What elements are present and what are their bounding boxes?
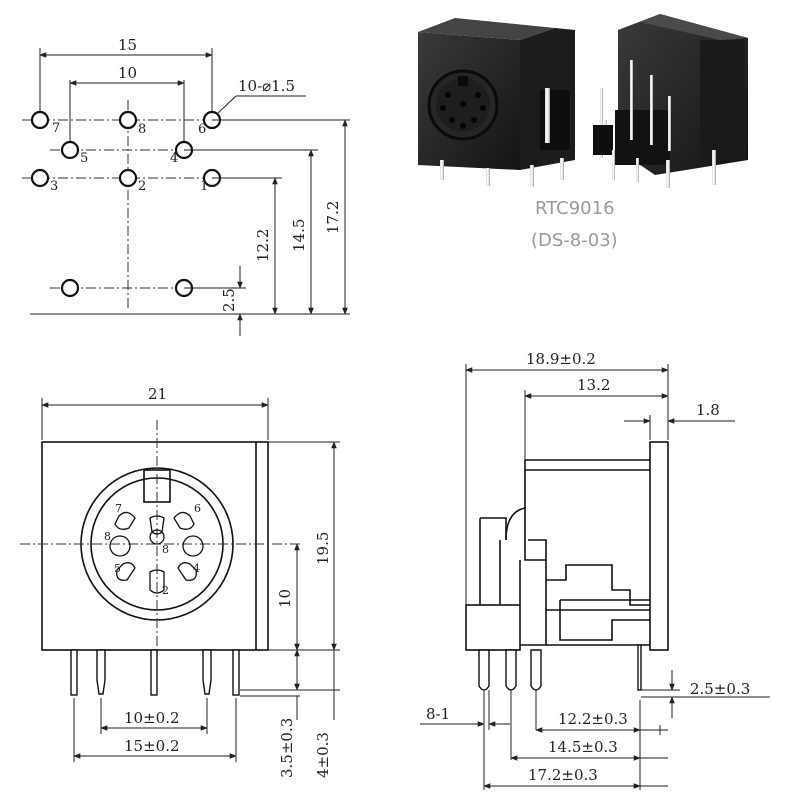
pcb-pin-label-5: 5	[80, 151, 88, 166]
side-dim-pin-1: 12.2±0.3	[558, 710, 628, 728]
front-view-drawing: 21 7 6 8 8 5 4 2	[20, 385, 340, 778]
product-model: RTC9016	[535, 198, 615, 219]
pcb-hole-3	[30, 168, 50, 188]
front-dim-pin-len-2: 4±0.3	[314, 732, 332, 778]
pcb-dim-2-5: 2.5	[220, 288, 238, 312]
front-contact-label-2: 2	[162, 584, 169, 597]
product-part-number: (DS-8-03)	[531, 230, 618, 251]
front-contact-label-8a: 8	[104, 530, 111, 543]
front-contact-label-4: 4	[193, 562, 200, 575]
pcb-dim-14-5: 14.5	[290, 219, 308, 252]
front-dim-pin-len-1: 3.5±0.3	[278, 718, 296, 778]
pcb-pin-label-7: 7	[52, 121, 60, 136]
pcb-pin-label-8: 8	[138, 122, 146, 137]
front-dim-width: 21	[148, 385, 167, 403]
front-pins	[70, 649, 240, 696]
side-dim-pin-3: 17.2±0.3	[528, 766, 598, 784]
side-dim-pin-width: 8-1	[426, 705, 450, 723]
pcb-pin-label-4: 4	[170, 151, 178, 166]
side-dim-pin-2: 14.5±0.3	[548, 738, 618, 756]
pcb-pin-label-1: 1	[200, 179, 208, 194]
pcb-pin-label-2: 2	[138, 179, 146, 194]
front-dim-center: 10	[276, 589, 294, 608]
side-dim-depth: 18.9±0.2	[526, 350, 596, 368]
pcb-dim-17-2: 17.2	[324, 201, 342, 234]
rear-view-photo	[593, 14, 748, 188]
pcb-dim-12-2: 12.2	[254, 229, 272, 262]
front-dim-pitch-outer: 15±0.2	[124, 737, 180, 755]
side-dim-flange: 1.8	[696, 401, 720, 419]
pcb-hole-2	[118, 168, 138, 188]
pcb-hole-layout: 15 10 7 8 6 5 4 3 2 1 10-⌀1.5	[22, 36, 350, 336]
pcb-hole-7	[30, 110, 50, 130]
front-view-photo	[418, 18, 575, 187]
side-pins	[478, 644, 642, 691]
front-contact-label-8b: 8	[162, 543, 169, 556]
side-dim-pin-offset: 2.5±0.3	[690, 680, 750, 698]
pcb-pin-label-6: 6	[198, 122, 206, 137]
pcb-hole-5	[60, 140, 80, 160]
front-contact-label-6: 6	[194, 502, 201, 515]
front-contact-label-7: 7	[115, 502, 122, 515]
pcb-hole-8	[118, 110, 138, 130]
front-dim-pitch-inner: 10±0.2	[124, 709, 180, 727]
side-dim-body: 13.2	[577, 376, 610, 394]
pcb-hole-callout: 10-⌀1.5	[238, 77, 295, 95]
pcb-hole-ground-left	[60, 278, 80, 298]
side-view-drawing: 18.9±0.2 13.2 1.8	[420, 350, 770, 790]
pcb-dim-width-inner: 10	[118, 64, 137, 82]
front-contacts	[109, 511, 204, 594]
pcb-dim-width-outer: 15	[118, 36, 137, 54]
side-body-outline	[465, 441, 669, 651]
front-contact-label-5: 5	[114, 562, 121, 575]
pcb-pin-label-3: 3	[50, 179, 58, 194]
front-dim-height: 19.5	[314, 532, 332, 565]
